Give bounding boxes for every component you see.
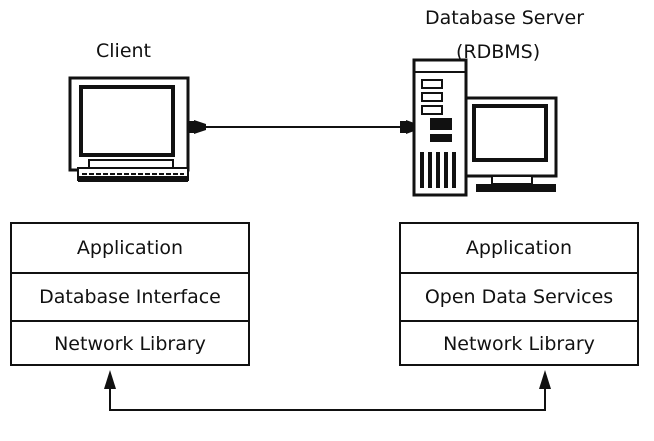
client-title: Client bbox=[96, 40, 152, 62]
client-layer-network-library: Network Library bbox=[12, 320, 248, 366]
server-layer-application: Application bbox=[465, 237, 573, 259]
database-server-icon bbox=[412, 58, 558, 197]
client-computer-icon bbox=[68, 76, 190, 182]
server-layer-open-data-services: Open Data Services bbox=[401, 272, 637, 320]
client-layer-database-interface: Database Interface bbox=[12, 272, 248, 320]
server-title: Database Server bbox=[425, 7, 585, 29]
network-library-link bbox=[104, 370, 551, 411]
client-layer-stack: Application Database Interface Network L… bbox=[10, 222, 250, 366]
server-subtitle: (RDBMS) bbox=[456, 41, 541, 63]
server-layer-network-library: Network Library bbox=[401, 320, 637, 366]
server-layer-stack: Application Open Data Services Network L… bbox=[399, 222, 639, 366]
client-layer-application: Application bbox=[76, 237, 184, 259]
network-connection-line bbox=[188, 120, 417, 134]
